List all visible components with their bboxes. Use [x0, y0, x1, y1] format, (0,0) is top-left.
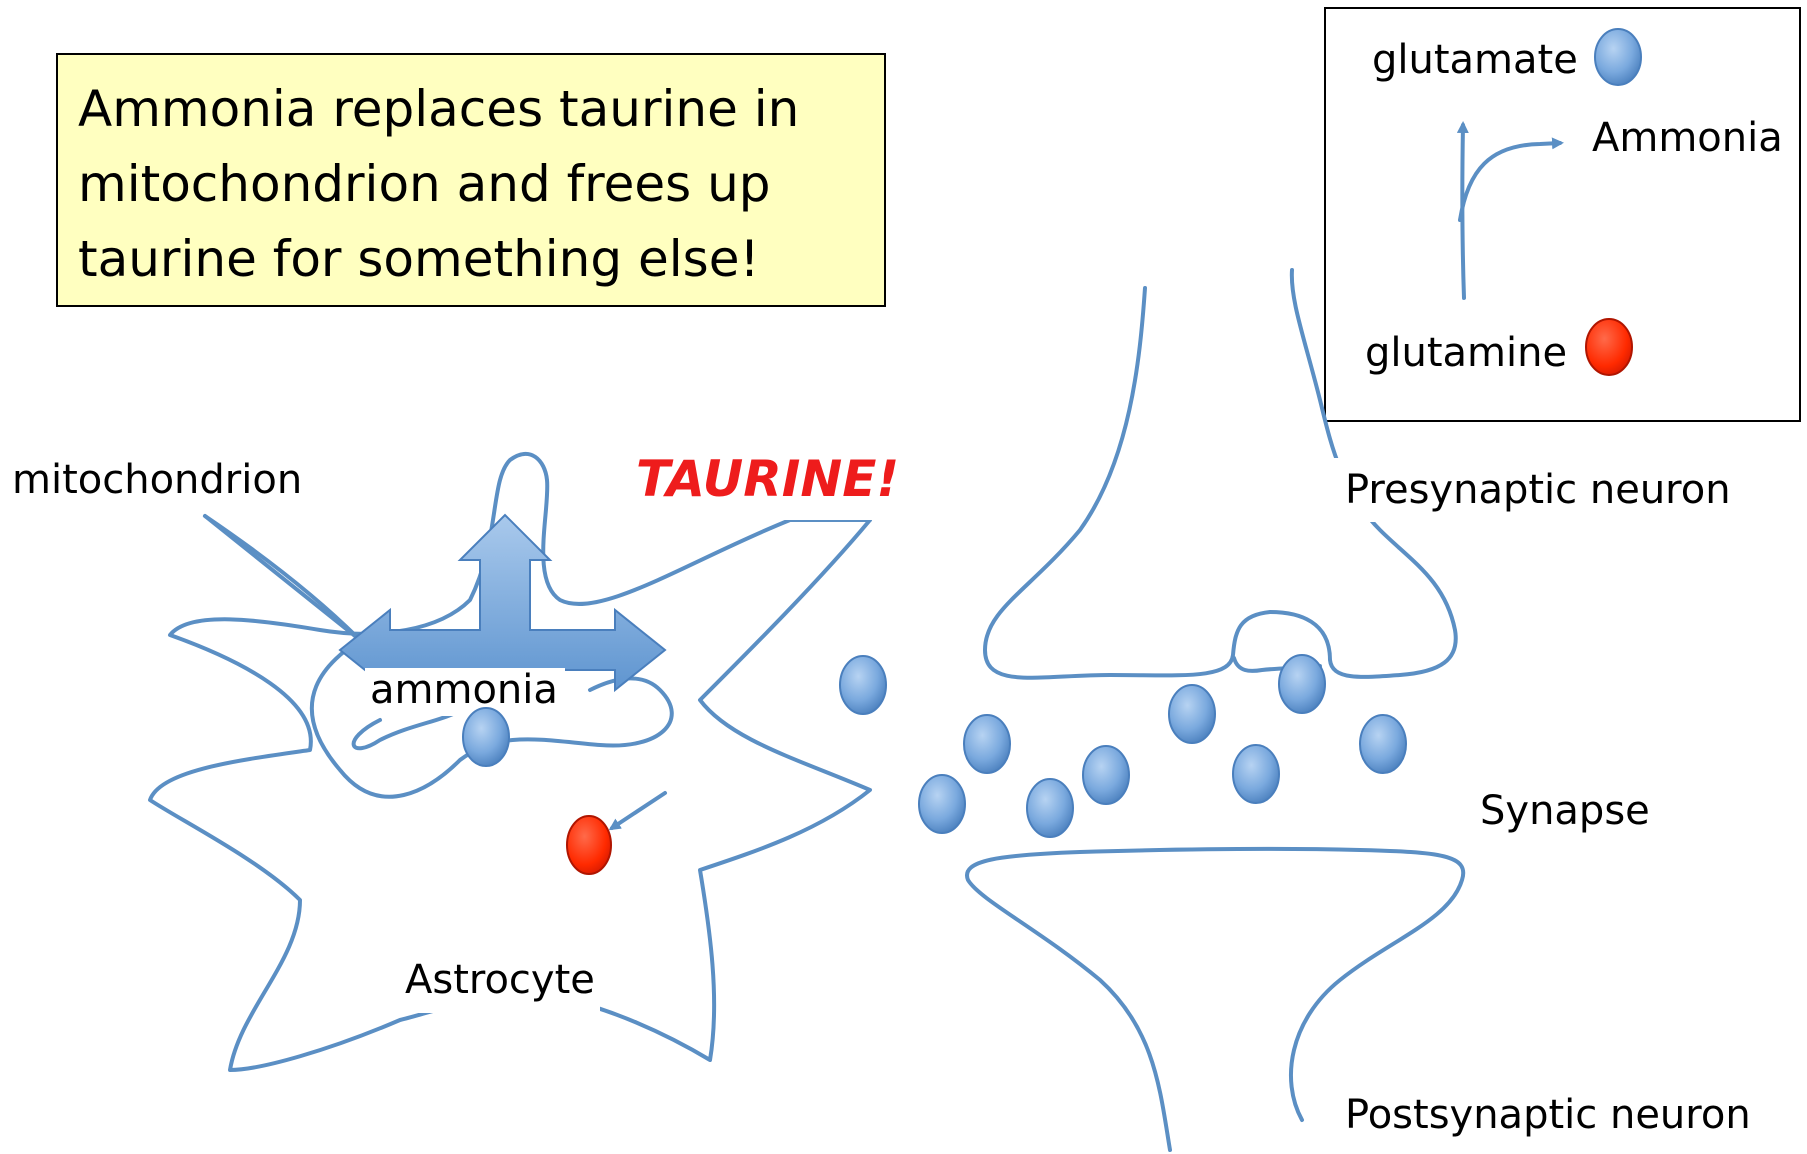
astrocyte-label: Astrocyte [405, 957, 595, 1003]
synaptic-glutamate-group [840, 655, 1406, 837]
synaptic-glutamate [919, 775, 965, 833]
callout-line-1: Ammonia replaces taurine in [78, 80, 799, 138]
mitochondrion-pointer-line [205, 516, 360, 640]
callout-line-3: taurine for something else! [78, 230, 760, 288]
synaptic-glutamate [1279, 655, 1325, 713]
postsynaptic-label: Postsynaptic neuron [1345, 1092, 1751, 1138]
legend-glutamate-swatch [1595, 29, 1641, 85]
legend-glutamine-swatch [1586, 319, 1632, 375]
synaptic-glutamate [1360, 715, 1406, 773]
callout-box: Ammonia replaces taurine in mitochondrio… [57, 54, 885, 306]
synaptic-glutamate [840, 656, 886, 714]
glutamine-in-astrocyte [567, 816, 611, 874]
legend-box: glutamate Ammonia glutamine [1325, 8, 1800, 421]
presynaptic-label: Presynaptic neuron [1345, 467, 1731, 513]
legend-glutamine-label: glutamine [1365, 330, 1567, 376]
glutamate-in-astrocyte [463, 708, 509, 766]
exchange-arrow [340, 515, 665, 690]
synaptic-glutamate [1027, 779, 1073, 837]
synaptic-glutamate [1169, 685, 1215, 743]
synaptic-glutamate [964, 715, 1010, 773]
legend-ammonia-label: Ammonia [1592, 115, 1783, 161]
exchange-arrow-shape [340, 515, 665, 690]
synapse-label: Synapse [1480, 788, 1650, 834]
synaptic-glutamate [1083, 746, 1129, 804]
glutamine-arrow [612, 793, 665, 828]
taurine-label: TAURINE! [636, 450, 899, 508]
ammonia-label: ammonia [370, 667, 558, 713]
synaptic-glutamate [1233, 745, 1279, 803]
callout-line-2: mitochondrion and frees up [78, 155, 771, 213]
legend-glutamate-label: glutamate [1372, 37, 1578, 83]
mitochondrion-label: mitochondrion [12, 457, 302, 503]
